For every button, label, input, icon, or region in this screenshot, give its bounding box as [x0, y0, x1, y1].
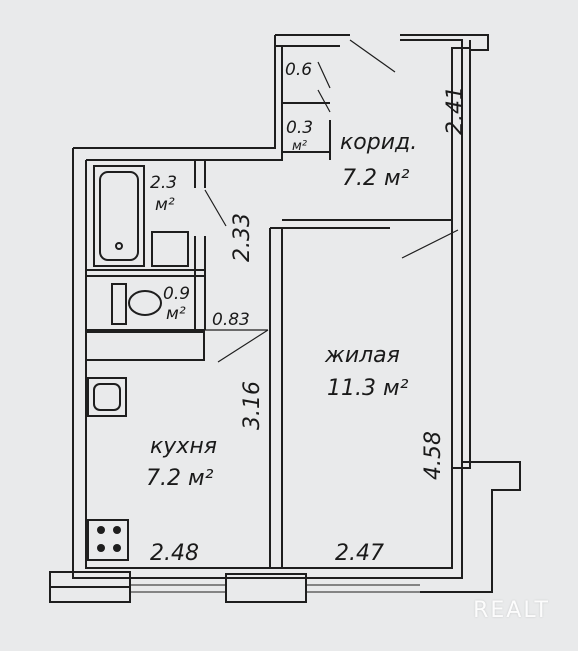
- top-wall: [73, 34, 350, 161]
- bathtub: [93, 165, 145, 267]
- counter-block: [85, 331, 205, 361]
- dim-living-depth: 4.58: [421, 431, 446, 480]
- kitchen-sink-inner: [93, 383, 121, 411]
- partition-living: [269, 219, 452, 568]
- partition-closet: [282, 102, 331, 160]
- kitchen-area: 7.2 м²: [146, 466, 214, 491]
- outer-wall: [72, 39, 463, 579]
- window-mid: [225, 573, 307, 603]
- living-name: жилая: [325, 343, 400, 368]
- stove: [87, 519, 129, 561]
- right-wall: [451, 47, 471, 469]
- sink: [151, 231, 189, 267]
- corridor-name: корид.: [340, 130, 418, 155]
- partition-bath: [86, 160, 206, 330]
- toilet-bowl: [128, 290, 162, 316]
- dim-toilet-door-width: 0.83: [212, 310, 250, 330]
- watermark-logo: REALT: [473, 598, 550, 623]
- dim-corridor-width: 2.41: [443, 86, 468, 135]
- closet-area-unit: м²: [292, 139, 308, 154]
- drain: [115, 242, 123, 250]
- kitchen-name: кухня: [150, 434, 217, 459]
- dim-kitchen-width: 2.48: [150, 541, 199, 566]
- living-area: 11.3 м²: [327, 376, 409, 401]
- closet-area-value: 0.3: [286, 118, 314, 138]
- bathroom-area-unit: м²: [155, 195, 175, 215]
- door-swing: [204, 39, 459, 363]
- toilet-tank: [111, 283, 127, 325]
- balcony-wall: [420, 461, 521, 593]
- dim-living-width: 2.47: [335, 541, 384, 566]
- dim-kitchen-depth: 3.16: [240, 381, 265, 430]
- niche-area-value: 0.6: [285, 60, 313, 80]
- corridor-top-wall: [400, 34, 489, 51]
- bathroom-area-value: 2.3: [150, 173, 178, 193]
- toilet-area-unit: м²: [166, 304, 186, 324]
- dim-bath-hall-width: 2.33: [230, 213, 255, 262]
- bathtub-inner: [99, 171, 139, 261]
- corridor-area: 7.2 м²: [342, 166, 410, 191]
- toilet-area-value: 0.9: [163, 284, 191, 304]
- kitchen-sink: [87, 377, 127, 417]
